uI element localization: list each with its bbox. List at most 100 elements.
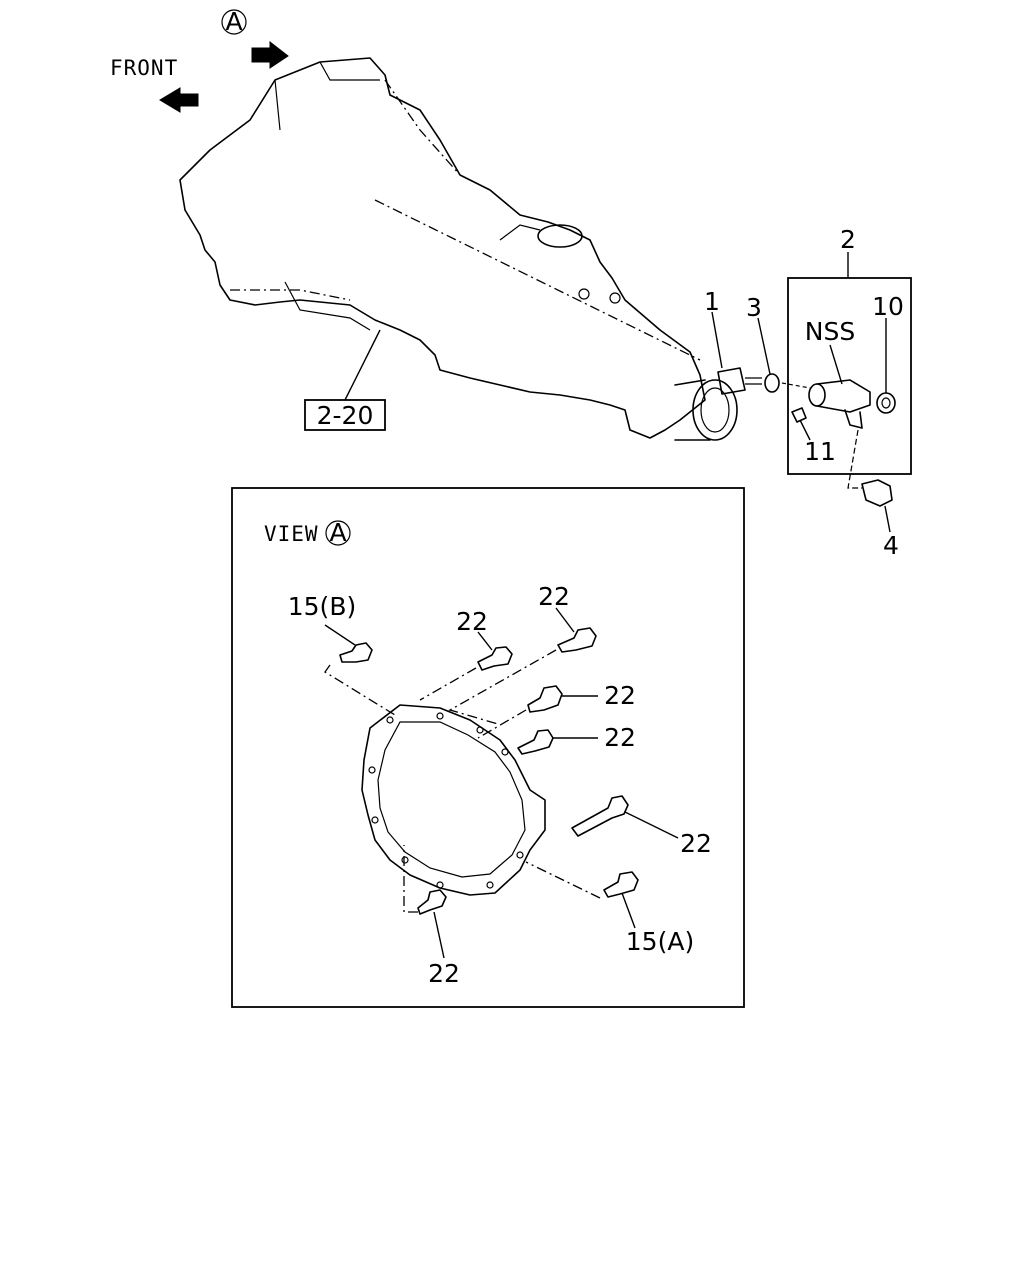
ref-frame (304, 399, 386, 431)
oil-pan-edge (284, 281, 371, 331)
bolt-15b-label: 15(B) (288, 592, 356, 621)
bolt-22-e-icon (571, 795, 629, 837)
bolt-22-b-leader (555, 607, 575, 633)
bolt-15b-dash (324, 664, 396, 716)
bolt-22-f-icon (417, 889, 447, 915)
bolt-22-e-leader (624, 811, 679, 839)
sleeve (808, 379, 871, 429)
bolt-22-e-label: 22 (680, 829, 712, 858)
bolt-hole (486, 881, 494, 889)
view-a-title-letter: A (329, 518, 346, 547)
bellhousing (361, 704, 546, 896)
bolt-22-f-dash (403, 845, 418, 913)
part-1-leader (711, 311, 723, 369)
bolt-22-e: 22 (571, 795, 712, 858)
bolt-hole (368, 766, 376, 774)
bolt-hole (436, 881, 444, 889)
bolt-15a-leader (621, 892, 636, 929)
bolt-22-b-dash (448, 649, 557, 725)
bolt-22-f: 22 (403, 845, 460, 988)
bolt-22-a-dash (419, 667, 477, 701)
part-2-box (787, 277, 912, 475)
bolt-hole (476, 726, 484, 734)
bellhousing-outline (361, 704, 546, 896)
view-a-panel: VIEW A 15(B) (231, 487, 745, 1008)
bellhousing-inner (377, 721, 526, 878)
part-1-driven-gear: 1 (704, 287, 762, 395)
nss-leader (829, 344, 843, 385)
filler-cap (537, 224, 583, 248)
bolt-hole (501, 748, 509, 756)
part-3-o-ring: 3 (746, 293, 811, 393)
bolt-15a-dash (525, 861, 601, 899)
gear-shaft (745, 377, 762, 385)
bolt-22-c-dash (477, 709, 527, 739)
bolt-22-f-label: 22 (428, 959, 460, 988)
part-4-label: 4 (883, 531, 899, 560)
ref-box-text: 2-20 (317, 401, 374, 430)
part-11-leader (799, 419, 811, 441)
bolt-hole (436, 712, 444, 720)
bolt-22-b-icon (557, 627, 597, 653)
bolt-22-d-label: 22 (604, 723, 636, 752)
output-shaft-outer (692, 379, 738, 441)
part-2-label: 2 (840, 225, 856, 254)
boss-left (578, 288, 590, 300)
hidden-edge-1 (384, 79, 461, 176)
bolt-hole (371, 816, 379, 824)
bolt-22-a-leader (477, 631, 493, 651)
o-ring-icon (764, 373, 780, 393)
sleeve-end (808, 383, 826, 407)
bolt-22-a-label: 22 (456, 607, 488, 636)
bolt-22-d: 22 (517, 723, 636, 755)
bolt-22-b: 22 (448, 582, 597, 725)
bolt-22-c-icon (527, 685, 563, 713)
bolt-15b-leader (324, 624, 356, 646)
output-shaft-inner (700, 387, 730, 433)
oil-seal-inner (881, 397, 891, 409)
front-label: FRONT (110, 56, 178, 80)
bolt-hole (386, 716, 394, 724)
output-shaft-sides (674, 379, 711, 441)
part-3-leader (757, 317, 771, 375)
bolt-hole (401, 856, 409, 864)
view-a-marker: A (221, 7, 289, 69)
oil-seal-icon (876, 392, 896, 414)
front-arrow-icon (159, 87, 199, 113)
bolt-22-a: 22 (419, 607, 513, 701)
bolt-15a-icon (603, 871, 639, 898)
ref-leader (344, 329, 381, 401)
bolt-22-b-label: 22 (538, 582, 570, 611)
bolt-4-icon (861, 479, 893, 507)
bolt-22-c-label: 22 (604, 681, 636, 710)
o-ring-to-sleeve (781, 382, 811, 389)
bolt-22-d-icon (517, 729, 554, 755)
front-marker: FRONT (110, 56, 199, 113)
transmission-body (179, 57, 738, 441)
part-11-label: 11 (804, 437, 836, 466)
part-4-bolt: 4 (847, 429, 899, 560)
extension-top (499, 224, 541, 241)
view-a-frame (231, 487, 745, 1008)
nss-label: NSS (805, 317, 855, 346)
hidden-edge-2 (230, 289, 351, 301)
bolt-22-a-icon (477, 646, 513, 671)
sleeve-flange (844, 409, 863, 429)
part-4-leader (884, 505, 891, 533)
center-line (374, 199, 701, 361)
driven-gear-icon (717, 367, 746, 395)
bolt-22-c: 22 (477, 681, 636, 739)
bolt-22-f-leader (433, 911, 445, 959)
view-a-letter: A (225, 7, 242, 36)
part-3-label: 3 (746, 293, 762, 322)
part-1-label: 1 (704, 287, 720, 316)
transmission-outline (179, 57, 706, 439)
bolt-15a-label: 15(A) (626, 927, 694, 956)
view-a-arrow-icon (251, 40, 289, 69)
view-a-title: VIEW (264, 522, 319, 546)
bolt-15b: 15(B) (288, 592, 396, 716)
part-10-label: 10 (872, 292, 904, 321)
boss-right (609, 292, 621, 304)
bolt-15b-icon (339, 642, 373, 663)
